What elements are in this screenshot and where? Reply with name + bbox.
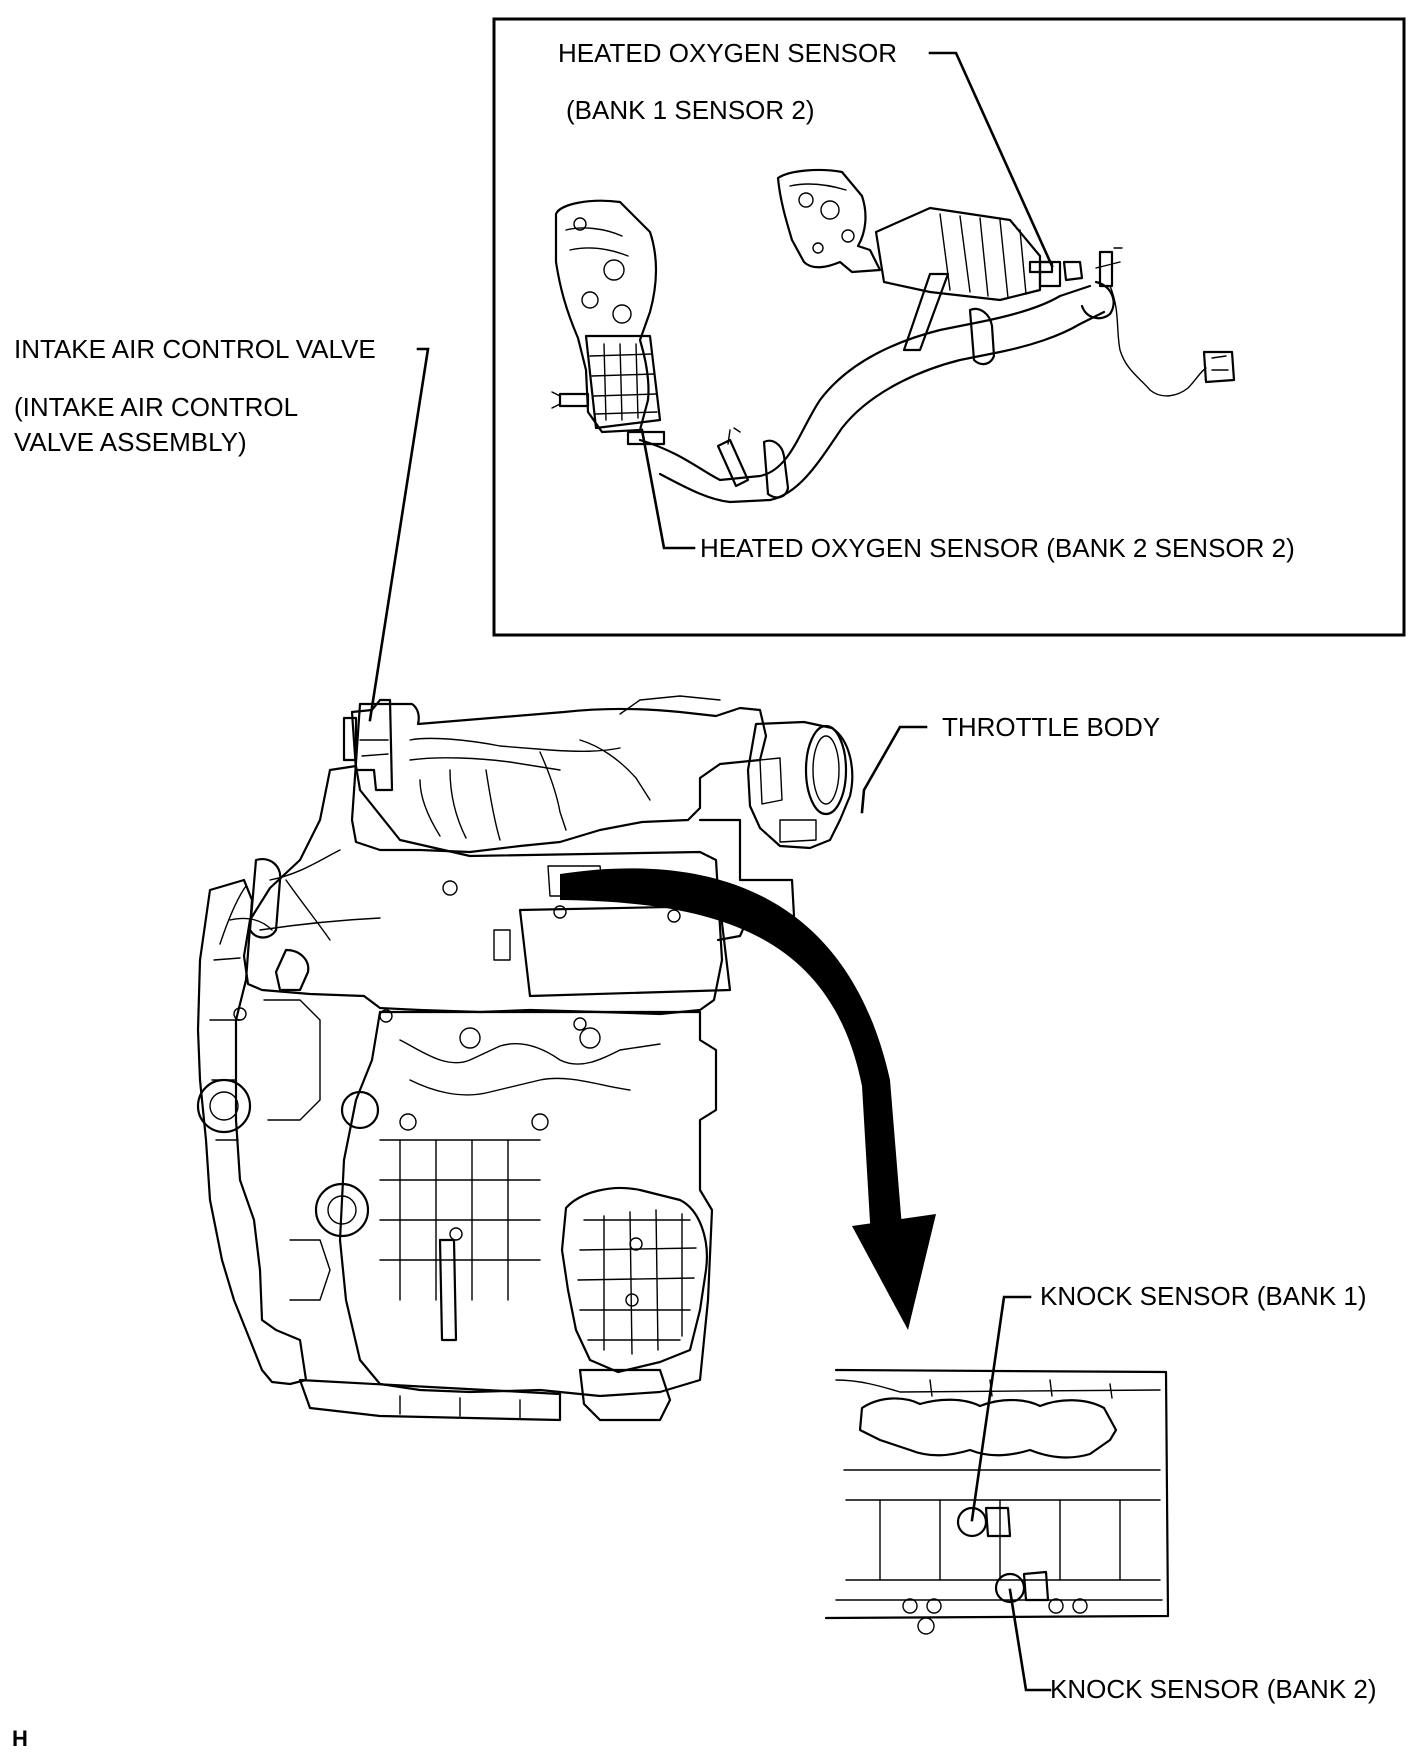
front-exhaust-pipe [638, 272, 1106, 504]
exhaust-manifold-left [551, 199, 666, 446]
engine-assembly [196, 695, 854, 1422]
leader-knock-bank2 [1008, 1588, 1052, 1692]
leader-o2-bank2 [640, 428, 696, 550]
direction-arrow [560, 868, 936, 1330]
exhaust-manifold-right [776, 168, 1236, 397]
label-intake-valve-line2: (INTAKE AIR CONTROL [14, 392, 299, 422]
label-o2-bank2: HEATED OXYGEN SENSOR (BANK 2 SENSOR 2) [700, 533, 1295, 563]
label-o2-bank1-line2: (BANK 1 SENSOR 2) [566, 95, 815, 125]
label-o2-bank1-line1: HEATED OXYGEN SENSOR [558, 38, 898, 68]
exhaust-inset-frame [492, 17, 1406, 637]
label-intake-valve-line3: VALVE ASSEMBLY) [14, 427, 247, 457]
leader-o2-bank1 [928, 51, 1054, 268]
label-knock-bank1: KNOCK SENSOR (BANK 1) [1040, 1281, 1367, 1311]
leader-intake-valve [368, 347, 430, 722]
page-mark: H [12, 1726, 28, 1751]
leader-throttle-body [860, 725, 928, 814]
label-intake-valve-line1: INTAKE AIR CONTROL VALVE [14, 334, 376, 364]
label-throttle-body: THROTTLE BODY [942, 712, 1161, 742]
leader-knock-bank1 [970, 1295, 1032, 1522]
knock-sensor-view [824, 1368, 1170, 1635]
label-knock-bank2: KNOCK SENSOR (BANK 2) [1050, 1674, 1377, 1704]
